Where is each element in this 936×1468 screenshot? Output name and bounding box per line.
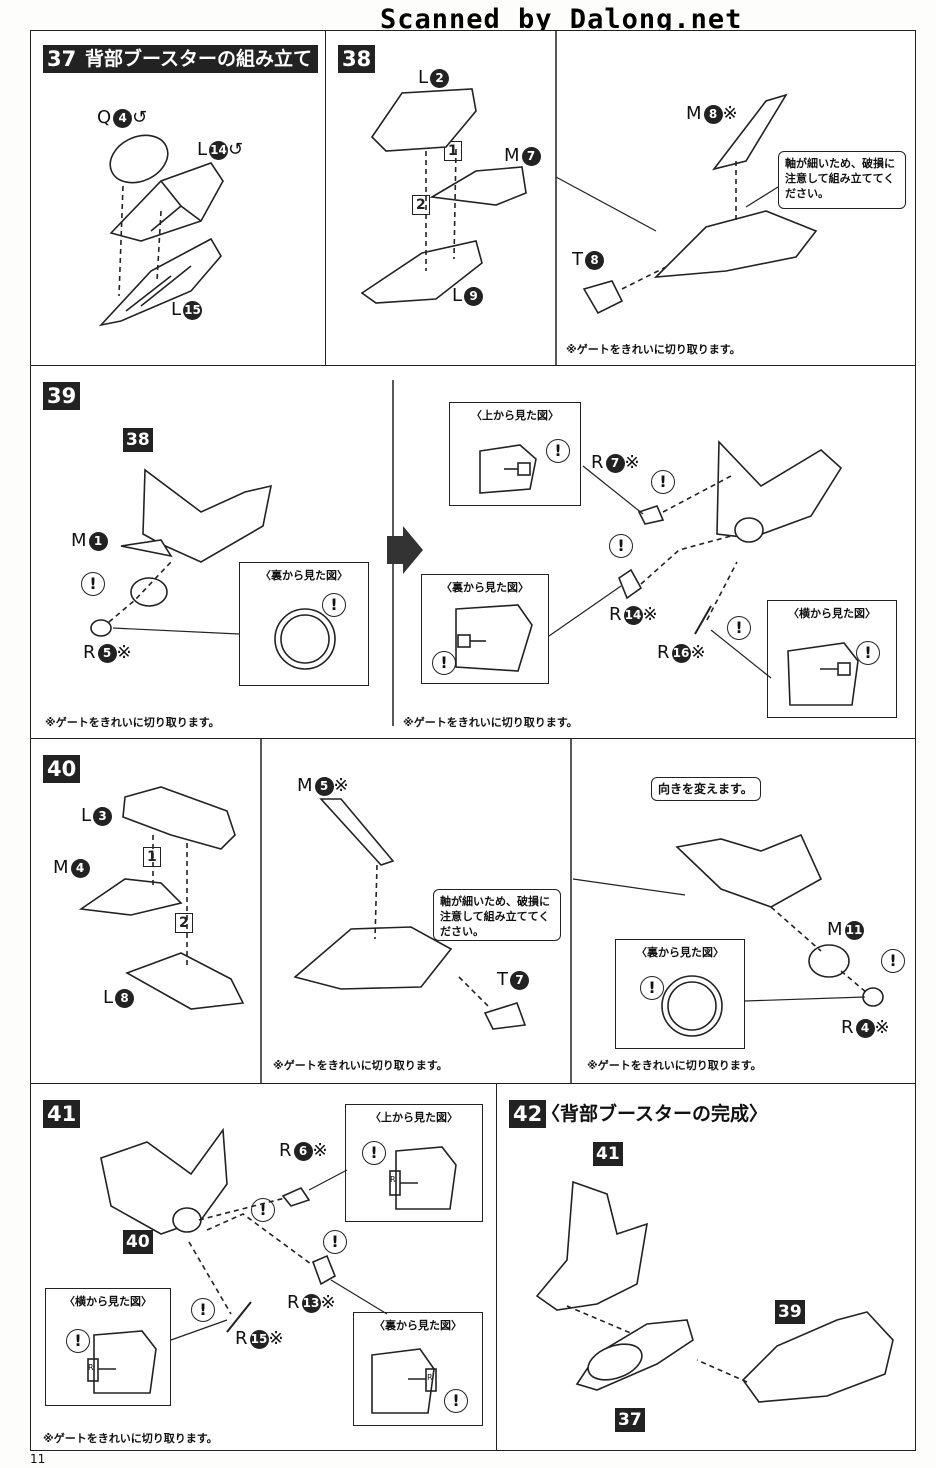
ref-step: 38 xyxy=(123,428,153,452)
order-marker: 1 xyxy=(444,141,462,161)
caution-icon: ! xyxy=(323,1230,347,1254)
gate-note: ※ゲートをきれいに切り取ります。 xyxy=(403,716,578,729)
ref-step: 40 xyxy=(123,1230,153,1254)
watermark: Scanned by Dalong.net xyxy=(380,4,743,35)
step-number: 39 xyxy=(43,382,81,410)
step-title: 〈背部ブースターの完成〉 xyxy=(541,1103,769,1125)
step-number: 40 xyxy=(43,755,81,783)
step-number: 41 xyxy=(43,1100,81,1128)
caution-icon: ! xyxy=(609,534,633,558)
gate-note: ※ゲートをきれいに切り取ります。 xyxy=(45,716,220,729)
ref-step: 41 xyxy=(593,1142,623,1166)
gate-note: ※ゲートをきれいに切り取ります。 xyxy=(43,1432,218,1445)
back-view-box: 〈裏から見た図〉 ! xyxy=(615,939,745,1049)
side-view-box: 〈横から見た図〉 ! xyxy=(767,600,897,718)
gate-note: ※ゲートをきれいに切り取ります。 xyxy=(273,1059,448,1072)
step-number: 42 xyxy=(509,1100,547,1128)
page-number: 11 xyxy=(30,1452,46,1466)
r-tag: R xyxy=(427,1373,433,1382)
side-view-box: 〈横から見た図〉 R ! xyxy=(45,1288,171,1406)
top-view-box: 〈上から見た図〉 ! xyxy=(449,402,581,506)
booster-upper-drawing xyxy=(98,134,224,327)
gate-note: ※ゲートをきれいに切り取ります。 xyxy=(566,343,741,356)
turn-callout: 向きを変えます。 xyxy=(651,777,761,801)
completed-booster-drawing xyxy=(535,1180,894,1403)
order-marker: 1 xyxy=(143,847,161,867)
top-view-box: 〈上から見た図〉 R ! xyxy=(345,1104,483,1222)
step-39-drawing xyxy=(90,380,843,726)
caution-icon: ! xyxy=(191,1298,215,1322)
caution-callout: 軸が細いため、破損に注意して組み立ててください。 xyxy=(433,889,561,941)
step-number: 38 xyxy=(338,45,376,73)
order-marker: 2 xyxy=(175,913,193,933)
back-view-box: 〈裏から見た図〉 R ! xyxy=(353,1312,483,1426)
caution-icon: ! xyxy=(727,616,751,640)
back-view-box: 〈裏から見た図〉 ! xyxy=(421,574,549,684)
caution-icon: ! xyxy=(651,470,675,494)
gate-note: ※ゲートをきれいに切り取ります。 xyxy=(587,1059,762,1072)
back-view-box: 〈裏から見た図〉 ! xyxy=(239,562,369,686)
ref-step: 39 xyxy=(775,1300,805,1324)
caution-callout: 軸が細いため、破損に注意して組み立ててください。 xyxy=(778,151,906,209)
caution-icon: ! xyxy=(856,641,880,665)
step-40-drawing xyxy=(78,739,884,1085)
step-title: 背部ブースターの組み立て xyxy=(79,45,319,73)
caution-icon: ! xyxy=(546,439,570,463)
caution-icon: ! xyxy=(322,593,346,617)
caution-icon: ! xyxy=(362,1141,386,1165)
step-number: 37 xyxy=(43,45,81,73)
r-tag: R xyxy=(88,1363,94,1372)
step-41-drawing xyxy=(100,1127,388,1341)
caution-icon: ! xyxy=(66,1329,90,1353)
ref-step: 37 xyxy=(615,1408,645,1432)
caution-icon: ! xyxy=(432,651,456,675)
caution-icon: ! xyxy=(640,976,664,1000)
step-42-panel: 42 〈背部ブースターの完成〉 41 39 37 xyxy=(496,1083,916,1451)
caution-icon: ! xyxy=(81,572,105,596)
booster-assembly-drawing xyxy=(360,31,818,367)
r-tag: R xyxy=(390,1175,396,1184)
caution-icon: ! xyxy=(881,949,905,973)
caution-icon: ! xyxy=(444,1389,468,1413)
